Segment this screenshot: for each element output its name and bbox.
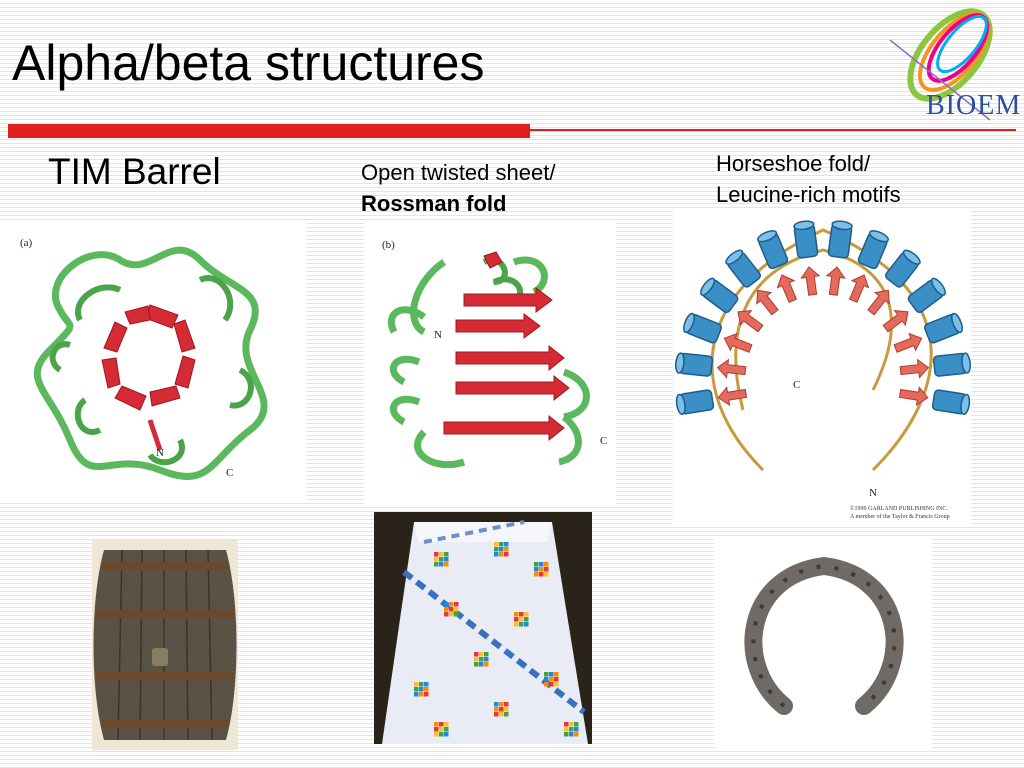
helix-cylinder xyxy=(931,389,971,416)
cube-print xyxy=(474,652,489,667)
horseshoe-fold-figure: C N xyxy=(673,210,971,524)
cube-print xyxy=(534,562,549,577)
helix-cylinders xyxy=(675,220,971,416)
horseshoe-photo xyxy=(714,536,932,748)
helix-cylinder xyxy=(683,312,723,344)
beta-arrow xyxy=(899,358,930,379)
tim-barrel-figure: (a) N C xyxy=(0,220,306,502)
helix-cylinder xyxy=(923,312,963,344)
label-c-b: C xyxy=(600,435,607,447)
panel-label-a: (a) xyxy=(20,237,33,249)
helix-cylinder xyxy=(907,277,946,314)
label-rossman: Open twisted sheet/ Rossman fold xyxy=(361,157,555,219)
cube-print xyxy=(444,602,459,617)
label-n-c: N xyxy=(869,487,877,499)
label-tim-barrel: TIM Barrel xyxy=(48,151,221,192)
cube-print xyxy=(494,542,509,557)
title-underline-bar xyxy=(8,124,530,138)
helix-cylinder xyxy=(675,352,714,377)
helix-ribbon xyxy=(33,246,268,480)
page-title: Alpha/beta structures xyxy=(12,35,485,91)
helix-cylinder xyxy=(932,352,971,377)
beta-strands xyxy=(101,304,196,411)
helix-cylinder xyxy=(885,249,921,288)
helix-ribbon-b xyxy=(387,256,590,469)
label-horseshoe-line1: Horseshoe fold/ xyxy=(716,151,871,176)
label-c-a: C xyxy=(226,467,233,479)
cube-print xyxy=(514,612,529,627)
helix-cylinder xyxy=(725,249,761,288)
beta-arrow xyxy=(898,386,929,407)
cube-print xyxy=(414,682,429,697)
label-n-b: N xyxy=(434,329,442,341)
beta-arrow xyxy=(848,274,870,303)
beta-arrow xyxy=(776,274,798,303)
cube-print xyxy=(494,702,509,717)
beta-arrow xyxy=(825,266,846,296)
cube-print xyxy=(544,672,559,687)
label-n-a: N xyxy=(156,447,164,459)
label-rossman-line1: Open twisted sheet/ xyxy=(361,160,556,185)
beta-arrow xyxy=(716,358,747,379)
title-underline-line xyxy=(530,129,1016,131)
cube-print xyxy=(434,552,449,567)
helix-cylinder xyxy=(827,220,853,259)
beta-arrow xyxy=(893,332,923,353)
copyright: ©1999 GARLAND PUBLISHING INC. A member o… xyxy=(850,505,950,521)
helix-cylinder xyxy=(700,277,739,314)
beta-arrow xyxy=(717,386,748,407)
label-c-c: C xyxy=(793,379,800,391)
logo-text: BIOEM xyxy=(926,90,1022,121)
beta-strands-b xyxy=(443,251,570,442)
cube-print xyxy=(564,722,579,737)
beta-arrow xyxy=(737,309,764,333)
rubiks-cube-pattern xyxy=(414,542,579,737)
beta-arrow xyxy=(800,266,821,296)
helix-loops xyxy=(49,275,254,466)
cube-print xyxy=(434,722,449,737)
helix-cylinder xyxy=(793,220,819,259)
label-rossman-line2: Rossman fold xyxy=(361,191,507,216)
rossman-fold-figure: (b) N C xyxy=(364,222,616,504)
helix-cylinder xyxy=(675,389,715,416)
beta-arrow xyxy=(723,332,753,353)
label-horseshoe-line2: Leucine-rich motifs xyxy=(716,182,901,207)
bioem-logo xyxy=(889,8,993,121)
beta-arrow xyxy=(882,309,909,333)
barrel-photo xyxy=(92,540,238,750)
copyright-line1: ©1999 GARLAND PUBLISHING INC. xyxy=(850,506,948,512)
helix-cylinder xyxy=(757,230,789,270)
panel-label-b: (b) xyxy=(382,239,395,251)
label-horseshoe: Horseshoe fold/ Leucine-rich motifs xyxy=(716,148,901,210)
bed-sheet-photo xyxy=(374,512,592,744)
beta-arrow xyxy=(867,289,890,316)
helix-cylinder xyxy=(857,230,889,270)
leucine-arrows xyxy=(716,266,930,407)
beta-arrow xyxy=(756,289,779,316)
copyright-line2: A member of the Taylor & Francis Group xyxy=(850,514,950,520)
